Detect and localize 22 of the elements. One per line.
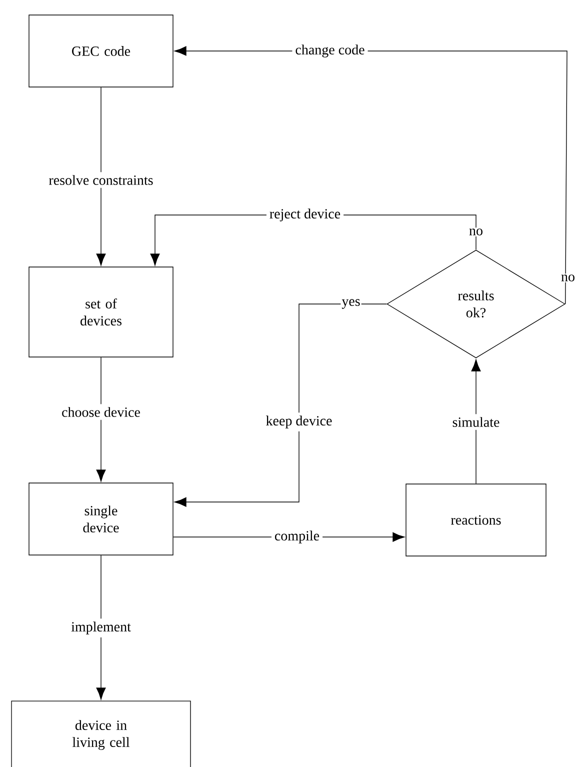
edge-label: compile — [271, 528, 323, 546]
edge-label: resolve constraints — [46, 172, 156, 188]
arrow — [471, 359, 481, 484]
edge-label: reject device — [266, 206, 344, 224]
arrow — [96, 357, 106, 482]
arrow — [174, 46, 568, 304]
arrow — [174, 304, 388, 507]
branch-label: no — [560, 274, 576, 282]
edge-label: choose device — [58, 404, 144, 420]
branch-label: yes — [340, 298, 362, 310]
edge-label: keep device — [262, 412, 336, 432]
process-box: GEC code — [28, 14, 174, 88]
arrow — [96, 555, 106, 700]
arrow — [96, 87, 106, 266]
branch-label: no — [468, 228, 484, 236]
process-box: device in living cell — [11, 700, 191, 767]
process-box: set of devices — [28, 266, 174, 358]
edge-label: change code — [292, 42, 368, 60]
process-box: reactions — [406, 484, 546, 556]
edge-label: implement — [68, 618, 134, 638]
edge-label: simulate — [449, 414, 503, 430]
process-box: single device — [28, 482, 174, 556]
